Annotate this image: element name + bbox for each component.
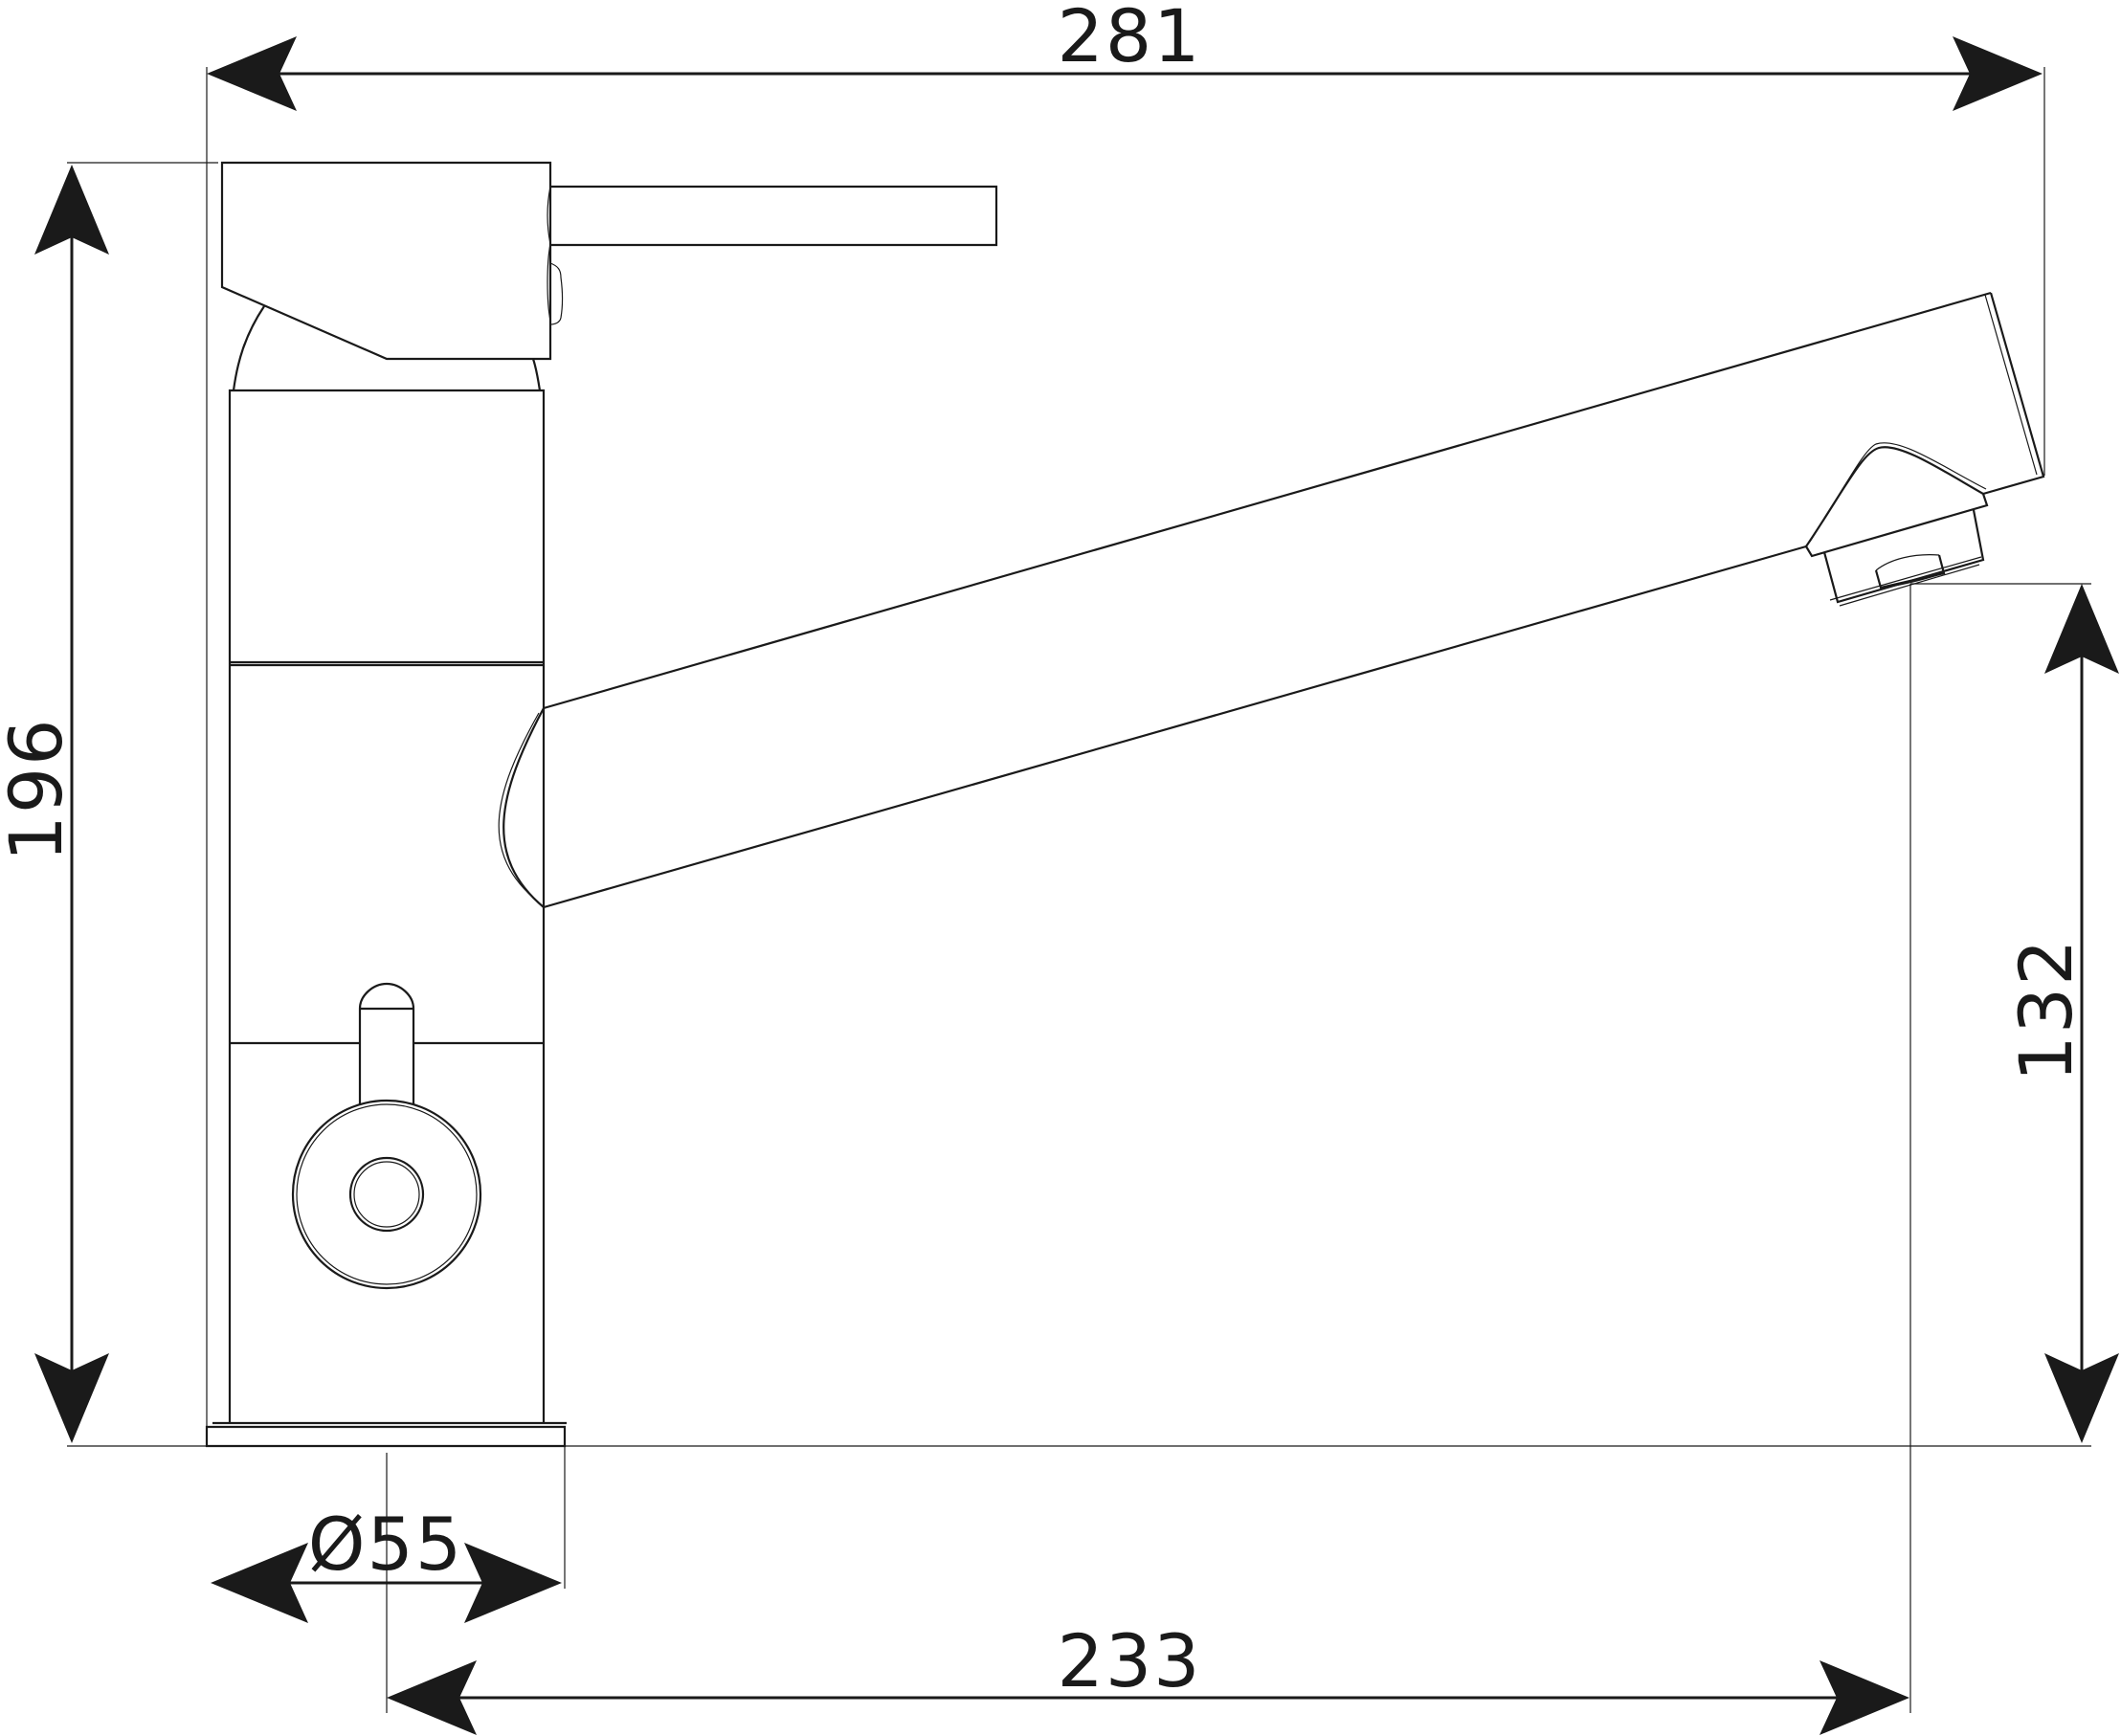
faucet-body [205,161,998,1448]
dimension-spout-height: 132 [2003,584,2119,1443]
extension-lines [67,67,2091,1713]
arrowhead-right [1953,36,2043,111]
arrowhead-top [2044,584,2119,674]
arrowhead-top [34,165,109,255]
arrowhead-right [1820,1660,1909,1735]
arrowhead-left [387,1660,477,1735]
dimension-label-132: 132 [2003,937,2088,1081]
dimension-label-233: 233 [1057,1618,1201,1703]
dimension-overall-height: 196 [0,165,109,1443]
dimension-label-d55: Ø55 [308,1502,464,1587]
arrowhead-bottom [2044,1353,2119,1443]
arrowhead-left [207,36,297,111]
arrowhead-left [211,1543,308,1623]
spout [498,291,2045,909]
dimension-label-281: 281 [1057,0,1201,78]
arrowhead-right [464,1543,562,1623]
arrowhead-bottom [34,1353,109,1443]
diverter-knob [291,982,482,1290]
dimension-label-196: 196 [0,717,78,861]
dimension-base-diameter: Ø55 [211,1502,562,1623]
dimension-overall-width: 281 [207,0,2043,111]
dimension-spout-reach: 233 [387,1618,1909,1735]
